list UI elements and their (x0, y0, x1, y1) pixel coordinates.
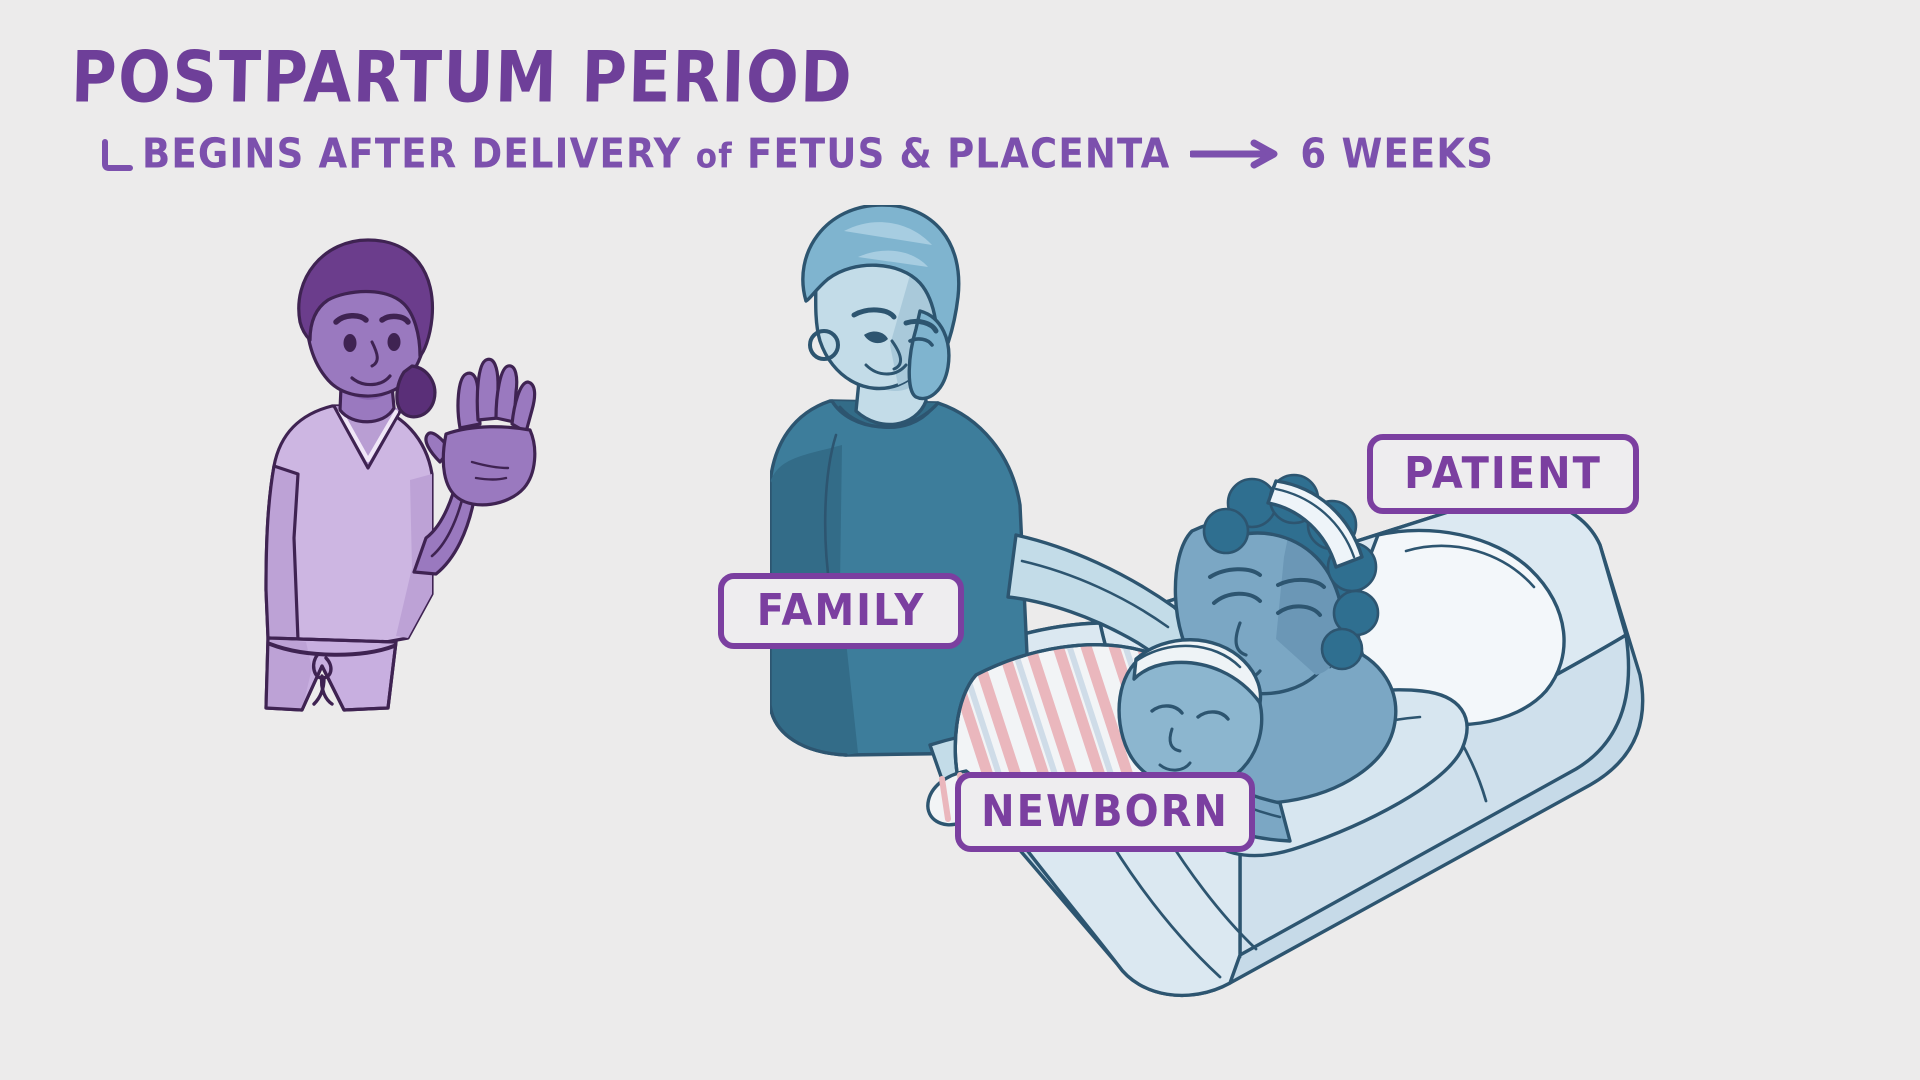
subtitle-before: BEGINS AFTER DELIVERY (142, 129, 682, 178)
callout-text-patient: PATIENT (1404, 449, 1602, 499)
bedside-scene-illustration (770, 205, 1645, 998)
subtitle-text-main: BEGINS AFTER DELIVERY of FETUS & PLACENT… (142, 130, 1170, 177)
family-member-illustration (770, 205, 1210, 827)
subtitle-after: FETUS & PLACENTA (746, 129, 1171, 178)
callout-label-patient[interactable]: PATIENT (1367, 434, 1639, 514)
callout-text-newborn: NEWBORN (981, 787, 1229, 837)
right-arrow-icon (1190, 139, 1278, 168)
subtitle-lowercase-of: of (695, 136, 733, 177)
elbow-bracket-icon (102, 138, 133, 171)
callout-text-family: FAMILY (756, 586, 926, 636)
page-title: POSTPARTUM PERIOD (70, 35, 855, 119)
callout-label-newborn[interactable]: NEWBORN (955, 772, 1255, 852)
title-block: POSTPARTUM PERIOD BEGINS AFTER DELIVERY … (70, 35, 1495, 178)
callout-label-family[interactable]: FAMILY (718, 573, 964, 649)
subtitle-row: BEGINS AFTER DELIVERY of FETUS & PLACENT… (100, 129, 1495, 178)
subtitle-duration: 6 WEEKS (1300, 129, 1495, 178)
waving-nurse-illustration (264, 238, 537, 712)
